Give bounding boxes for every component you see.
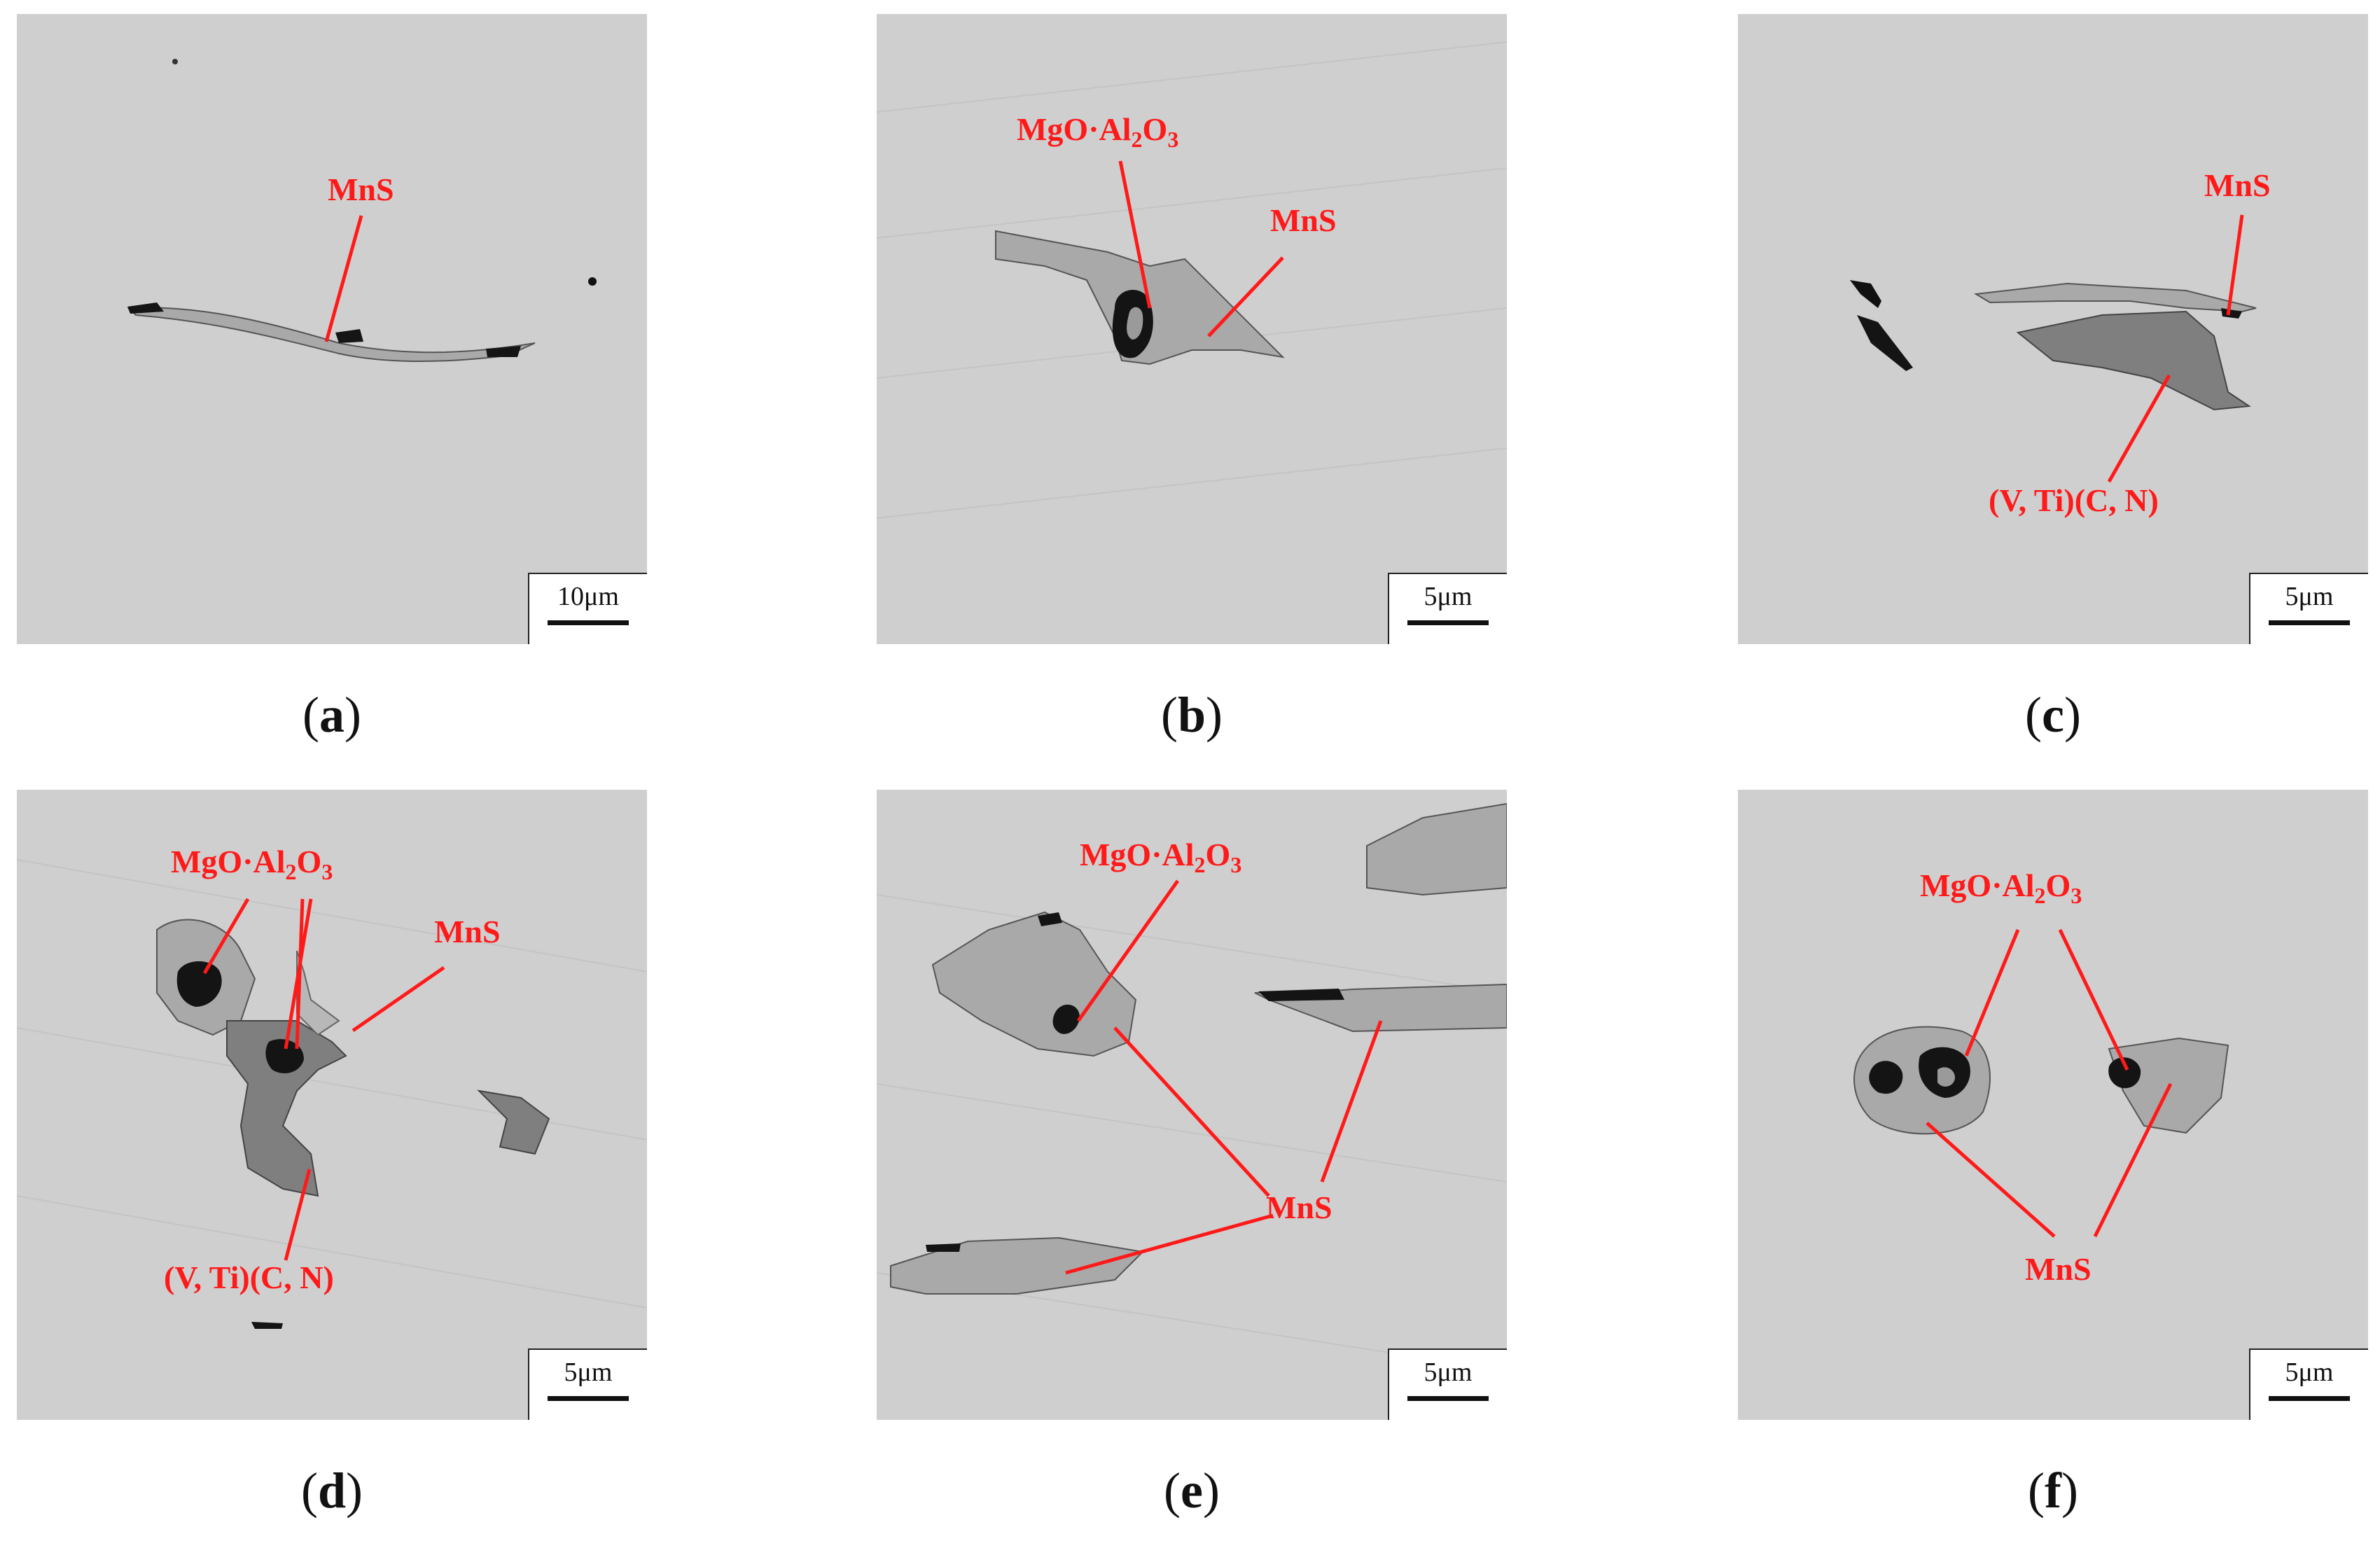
micrograph-panel-a: MnS 10μm — [17, 14, 647, 644]
scale-line — [2269, 1396, 2350, 1401]
scale-bar: 5μm — [2249, 573, 2368, 644]
micrograph-panel-e: MgO·Al2O3 MnS 5μm — [877, 790, 1507, 1420]
micrograph-panel-d: MgO·Al2O3 MnS (V, Ti)(C, N) 5μm — [17, 790, 647, 1420]
carbonitride-inclusion — [226, 1020, 347, 1197]
caption-b: (b) — [1160, 687, 1223, 743]
scale-label: 5μm — [1424, 1358, 1473, 1387]
mns-inclusion — [1973, 282, 2257, 313]
scale-bar: 5μm — [528, 1348, 647, 1420]
label-mns: MnS — [328, 172, 394, 207]
scale-line — [548, 620, 629, 625]
micrograph-image-c: MnS (V, Ti)(C, N) — [1738, 14, 2368, 644]
scale-label: 5μm — [2285, 582, 2334, 611]
scale-label: 5μm — [564, 1358, 613, 1387]
label-mns: MnS — [1270, 202, 1337, 238]
oxide-inclusion — [176, 961, 222, 1007]
label-mns: MnS — [2025, 1251, 2092, 1287]
label-mns: MnS — [2204, 167, 2271, 203]
caption-a: (a) — [302, 687, 361, 743]
label-mns: MnS — [434, 914, 501, 949]
scale-line — [1407, 1396, 1489, 1401]
scale-label: 5μm — [2285, 1358, 2334, 1387]
micrograph-image-b: MgO·Al2O3 MnS — [877, 14, 1507, 644]
scale-label: 10μm — [557, 582, 619, 611]
scale-bar: 5μm — [2249, 1348, 2368, 1420]
scale-line — [2269, 620, 2350, 625]
scale-bar: 5μm — [1388, 1348, 1507, 1420]
caption-f: (f) — [2028, 1463, 2078, 1519]
label-mgo-al2o3: MgO·Al2O3 — [1920, 867, 2082, 908]
caption-d: (d) — [300, 1463, 363, 1519]
scale-bar: 5μm — [1388, 573, 1507, 644]
label-vti-cn: (V, Ti)(C, N) — [1989, 482, 2159, 518]
carbonitride-inclusion — [2016, 310, 2251, 411]
scale-label: 5μm — [1424, 582, 1473, 611]
micrograph-panel-f: MgO·Al2O3 MnS 5μm — [1738, 790, 2368, 1420]
mns-inclusion — [127, 307, 536, 362]
caption-c: (c) — [2025, 687, 2081, 743]
caption-e: (e) — [1164, 1463, 1220, 1519]
label-mgo-al2o3: MgO·Al2O3 — [171, 844, 333, 884]
label-mgo-al2o3: MgO·Al2O3 — [1080, 837, 1241, 877]
scale-line — [1407, 620, 1489, 625]
oxide-inclusion — [1052, 1004, 1080, 1034]
label-mgo-al2o3: MgO·Al2O3 — [1017, 111, 1178, 152]
micrograph-image-f: MgO·Al2O3 MnS — [1738, 790, 2368, 1420]
micrograph-panel-c: MnS (V, Ti)(C, N) 5μm — [1738, 14, 2368, 644]
scale-line — [548, 1396, 629, 1401]
oxide-inclusion — [1869, 1061, 1903, 1094]
label-vti-cn: (V, Ti)(C, N) — [164, 1260, 334, 1295]
scale-bar: 10μm — [528, 573, 647, 644]
micrograph-image-d: MgO·Al2O3 MnS (V, Ti)(C, N) — [17, 790, 647, 1420]
micrograph-panel-b: MgO·Al2O3 MnS 5μm — [877, 14, 1507, 644]
micrograph-image-a: MnS — [17, 14, 647, 644]
label-mns: MnS — [1266, 1190, 1332, 1225]
micrograph-image-e: MgO·Al2O3 MnS — [877, 790, 1507, 1420]
mns-inclusion — [931, 911, 1137, 1057]
